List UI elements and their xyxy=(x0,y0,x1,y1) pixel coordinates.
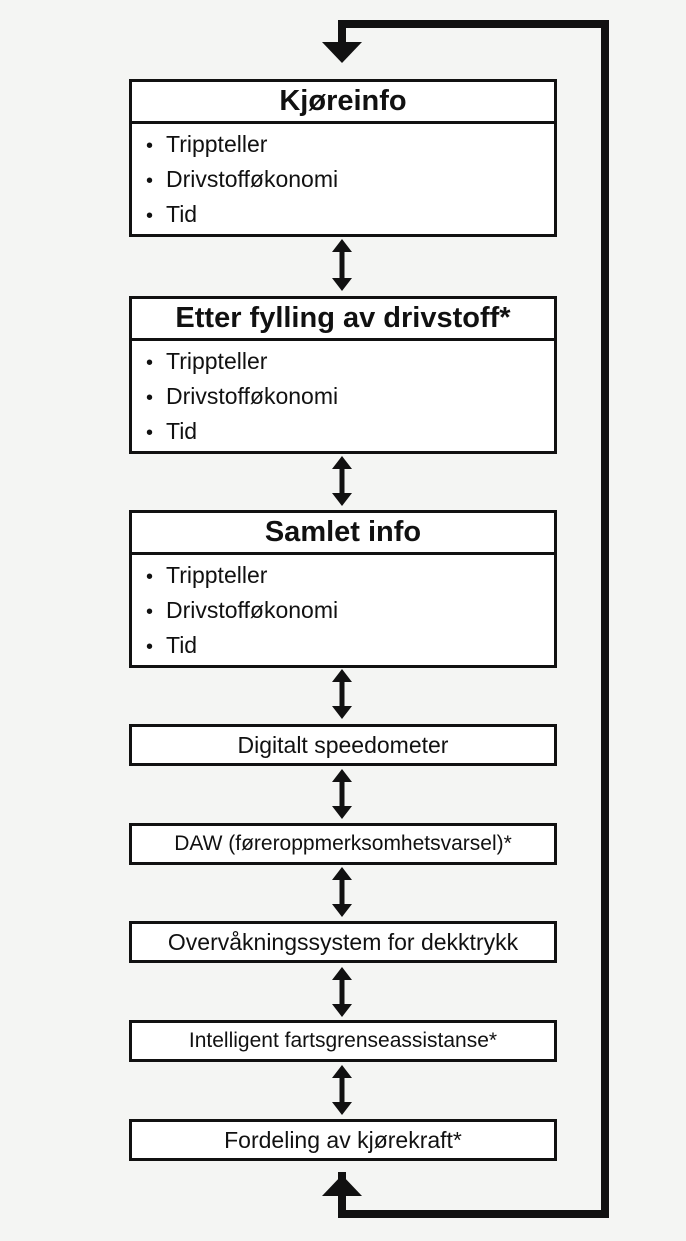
list-item: • Trippteller xyxy=(146,128,554,163)
list-item: • Drivstofføkonomi xyxy=(146,163,554,198)
bullet-icon: • xyxy=(146,601,154,623)
list-item: • Trippteller xyxy=(146,345,554,380)
list-item-label: Tid xyxy=(166,418,198,444)
box-etter-fylling: Etter fylling av drivstoff* • Trippteller… xyxy=(129,296,557,454)
box-item-list: • Trippteller • Drivstofføkonomi • Tid xyxy=(132,555,554,664)
connector-arrow-3 xyxy=(332,669,352,719)
list-item-label: Trippteller xyxy=(166,348,268,374)
connector-arrow-5 xyxy=(332,867,352,917)
list-item: • Drivstofføkonomi xyxy=(146,380,554,415)
bullet-icon: • xyxy=(146,387,154,409)
bullet-icon: • xyxy=(146,205,154,227)
bullet-icon: • xyxy=(146,352,154,374)
loop-line xyxy=(338,20,609,1218)
list-item-label: Drivstofføkonomi xyxy=(166,383,339,409)
box-dekktrykk: Overvåkningssystem for dekktrykk xyxy=(129,921,557,963)
bullet-icon: • xyxy=(146,135,154,157)
connector-arrow-1 xyxy=(332,239,352,291)
bullet-icon: • xyxy=(146,170,154,192)
list-item-label: Tid xyxy=(166,201,198,227)
bullet-icon: • xyxy=(146,422,154,444)
box-title: Samlet info xyxy=(132,513,554,555)
connector-arrow-4 xyxy=(332,769,352,819)
list-item: • Drivstofføkonomi xyxy=(146,594,554,629)
list-item-label: Drivstofføkonomi xyxy=(166,597,339,623)
bullet-icon: • xyxy=(146,636,154,658)
connector-arrow-2 xyxy=(332,456,352,506)
list-item: • Trippteller xyxy=(146,559,554,594)
box-digitalt-speedometer: Digitalt speedometer xyxy=(129,724,557,766)
list-item-label: Drivstofføkonomi xyxy=(166,166,339,192)
box-daw: DAW (føreroppmerksomhetsvarsel)* xyxy=(129,823,557,865)
box-kjorekraft: Fordeling av kjørekraft* xyxy=(129,1119,557,1161)
list-item: • Tid xyxy=(146,198,554,233)
loop-down-arrowhead xyxy=(322,42,362,63)
box-fartsgrenseassistanse: Intelligent fartsgrenseassistanse* xyxy=(129,1020,557,1062)
connector-arrow-7 xyxy=(332,1065,352,1115)
loop-up-arrowhead xyxy=(322,1175,362,1196)
bullet-icon: • xyxy=(146,566,154,588)
list-item: • Tid xyxy=(146,629,554,664)
box-item-list: • Trippteller • Drivstofføkonomi • Tid xyxy=(132,124,554,233)
list-item-label: Trippteller xyxy=(166,562,268,588)
box-kjoreinfo: Kjøreinfo • Trippteller • Drivstofføkonomi… xyxy=(129,79,557,237)
box-title: Etter fylling av drivstoff* xyxy=(132,299,554,341)
box-title: Kjøreinfo xyxy=(132,82,554,124)
list-item-label: Tid xyxy=(166,632,198,658)
connector-arrow-6 xyxy=(332,967,352,1017)
list-item-label: Trippteller xyxy=(166,131,268,157)
box-item-list: • Trippteller • Drivstofføkonomi • Tid xyxy=(132,341,554,450)
list-item: • Tid xyxy=(146,415,554,450)
box-samlet-info: Samlet info • Trippteller • Drivstofføkono… xyxy=(129,510,557,668)
